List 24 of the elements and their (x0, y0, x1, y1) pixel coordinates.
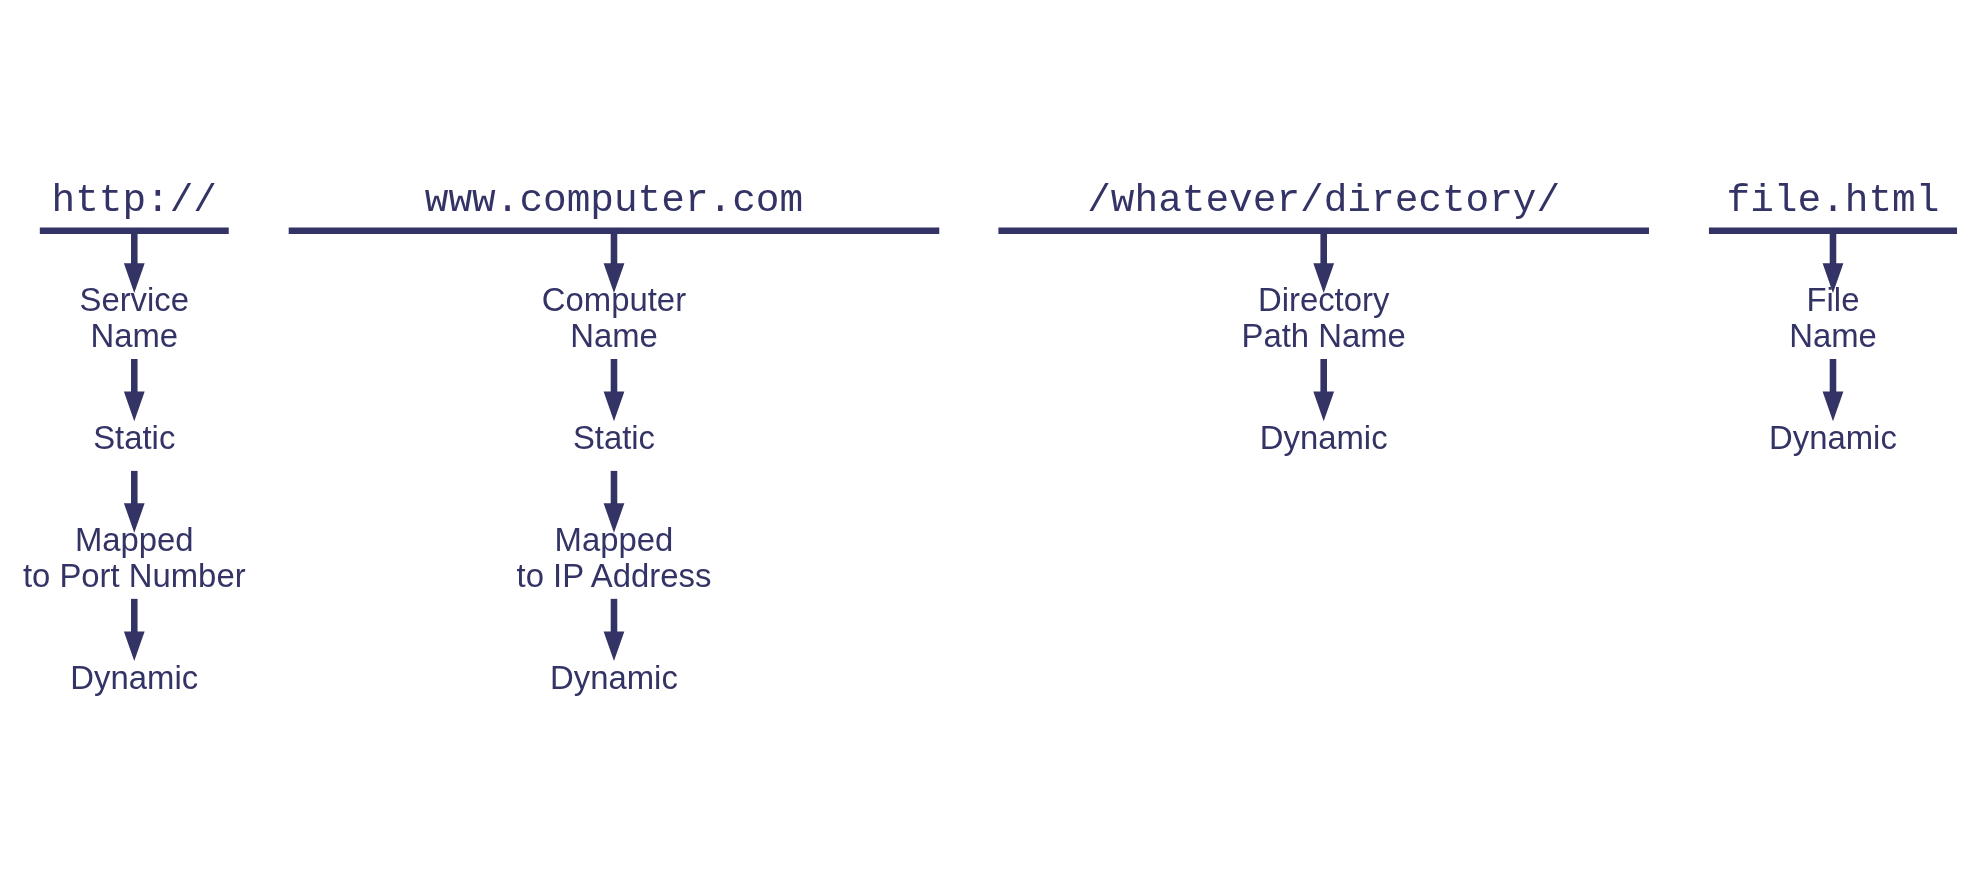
node-text: file.html (1726, 178, 1940, 224)
node-text: Static (572, 419, 656, 457)
arrow (603, 598, 625, 662)
arrow (603, 470, 625, 533)
node-text: Dynamic (70, 659, 199, 697)
arrow (123, 598, 145, 662)
node-text: File Name (1789, 281, 1877, 355)
node-text: Computer Name (541, 281, 687, 355)
node-text: /whatever/directory/ (1087, 178, 1561, 224)
node-text: Directory Path Name (1241, 281, 1406, 355)
node-text: Mapped to Port Number (22, 521, 246, 595)
arrow (1313, 231, 1335, 293)
node-text: Dynamic (550, 659, 678, 697)
arrow (123, 470, 145, 533)
node-text: Dynamic (1769, 419, 1897, 457)
node-text: Service Name (79, 281, 190, 355)
node-text: Static (93, 419, 176, 457)
arrow (123, 231, 145, 293)
arrow (1822, 231, 1844, 293)
node-text: www.computer.com (424, 178, 804, 224)
node-text: Dynamic (1259, 419, 1388, 457)
node-text: Mapped to IP Address (516, 521, 712, 595)
node-text: http:// (51, 178, 218, 224)
arrow (603, 231, 625, 293)
